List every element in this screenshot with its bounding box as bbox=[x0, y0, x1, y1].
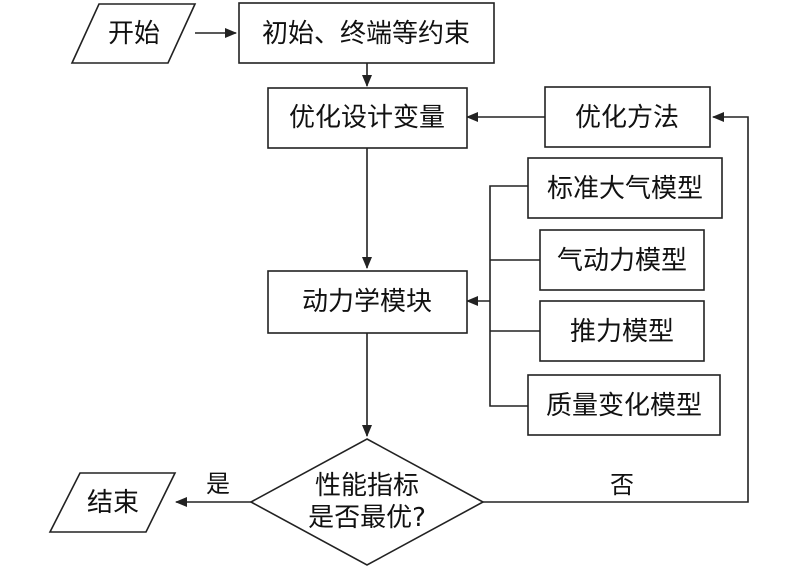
aero-label: 气动力模型 bbox=[557, 246, 687, 276]
variables-label: 优化设计变量 bbox=[289, 103, 445, 133]
yes-label: 是 bbox=[206, 470, 230, 498]
dynamics-node: 动力学模块 bbox=[267, 270, 468, 334]
end-label: 结束 bbox=[87, 488, 139, 518]
method-label: 优化方法 bbox=[575, 103, 679, 133]
atmosphere-label: 标准大气模型 bbox=[547, 174, 703, 204]
atmosphere-node: 标准大气模型 bbox=[527, 157, 723, 219]
thrust-label: 推力模型 bbox=[570, 317, 674, 347]
submodel-bracket bbox=[489, 185, 528, 407]
mass-label: 质量变化模型 bbox=[546, 391, 702, 421]
connectors bbox=[175, 28, 749, 507]
thrust-node: 推力模型 bbox=[539, 300, 705, 362]
aero-node: 气动力模型 bbox=[539, 229, 705, 291]
no-label: 否 bbox=[610, 471, 634, 499]
variables-node: 优化设计变量 bbox=[267, 87, 468, 149]
edge-decision-to-method bbox=[483, 112, 749, 503]
constraints-label: 初始、终端等约束 bbox=[262, 19, 470, 49]
start-node: 开始 bbox=[70, 3, 197, 64]
constraints-node: 初始、终端等约束 bbox=[238, 2, 495, 64]
decision-label-line1: 性能指标 bbox=[315, 471, 419, 501]
decision-node: 性能指标 是否最优? bbox=[249, 438, 485, 566]
start-label: 开始 bbox=[108, 19, 160, 49]
decision-label-line2: 是否最优? bbox=[308, 503, 426, 533]
dynamics-label: 动力学模块 bbox=[302, 287, 432, 317]
mass-node: 质量变化模型 bbox=[527, 374, 721, 436]
end-node: 结束 bbox=[48, 472, 177, 533]
method-node: 优化方法 bbox=[544, 86, 711, 148]
